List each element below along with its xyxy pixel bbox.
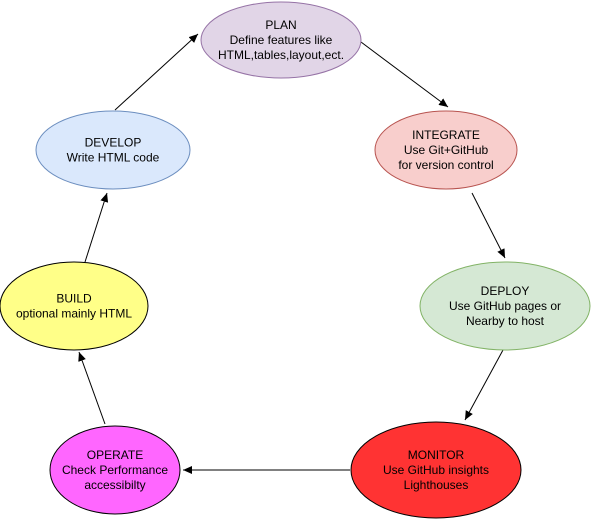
node-monitor-line: Use GitHub insights	[383, 463, 489, 477]
node-plan-line: Define features like	[230, 33, 333, 47]
node-integrate-line: Use Git+GitHub	[404, 143, 489, 157]
edges-layer	[78, 33, 506, 474]
node-plan-shape	[200, 1, 362, 79]
node-develop-title: DEVELOP	[85, 136, 142, 150]
node-integrate-title: INTEGRATE	[412, 128, 480, 142]
node-build-shape	[0, 261, 149, 351]
node-monitor-shape	[350, 421, 522, 519]
arrow-plan-to-integrate	[360, 41, 449, 108]
node-operate-line: accessibilty	[84, 478, 145, 492]
node-plan-title: PLAN	[265, 18, 296, 32]
arrow-build-to-develop	[84, 192, 109, 263]
node-build-line: optional mainly HTML	[16, 307, 132, 321]
node-operate-line: Check Performance	[62, 463, 168, 477]
arrow-operate-to-build	[78, 351, 106, 425]
node-develop-shape	[35, 110, 191, 190]
node-monitor-line: Lighthouses	[404, 478, 469, 492]
node-integrate-line: for version control	[398, 158, 493, 172]
node-deploy-line: Use GitHub pages or	[449, 299, 561, 313]
node-integrate-shape	[374, 110, 518, 190]
node-operate-shape	[49, 425, 181, 515]
node-monitor-title: MONITOR	[408, 448, 465, 462]
arrow-deploy-to-monitor	[464, 349, 504, 421]
node-deploy-line: Nearby to host	[466, 314, 545, 328]
node-develop-line: Write HTML code	[67, 151, 160, 165]
node-operate-title: OPERATE	[87, 448, 143, 462]
node-deploy-shape	[419, 261, 591, 351]
arrow-integrate-to-deploy	[471, 192, 506, 259]
node-plan-line: HTML,tables,layout,ect.	[218, 48, 344, 62]
node-build-title: BUILD	[56, 292, 92, 306]
node-deploy-title: DEPLOY	[481, 284, 530, 298]
arrow-develop-to-plan	[114, 33, 199, 111]
